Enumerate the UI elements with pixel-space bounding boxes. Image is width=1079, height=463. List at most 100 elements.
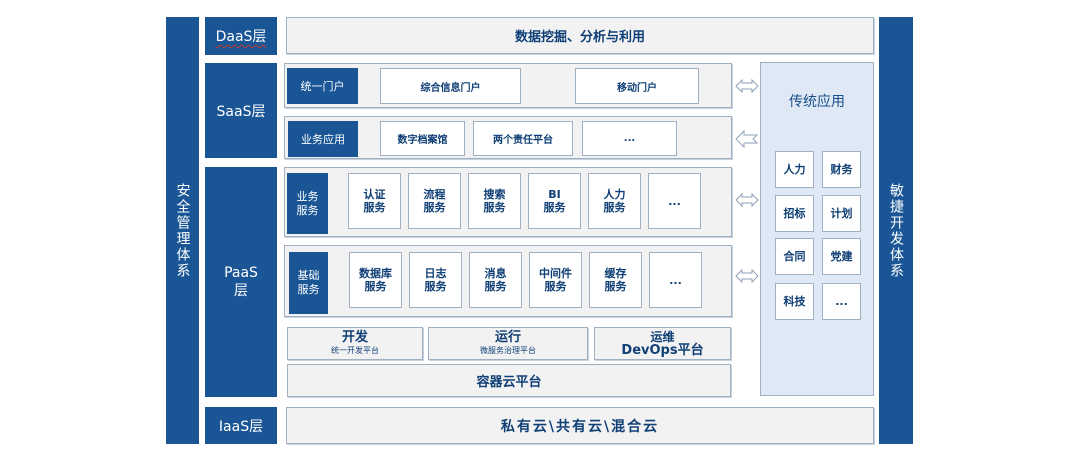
platform-subtitle: 微服务治理平台 xyxy=(480,345,536,355)
saas-item-card: 综合信息门户 xyxy=(380,68,521,104)
service-card: 日志服务 xyxy=(409,252,462,308)
traditional-app-text: 党建 xyxy=(830,250,853,263)
service-card-line2: 服务 xyxy=(544,280,567,293)
service-card: ... xyxy=(649,252,702,308)
iaas-layer-label: IaaS层 xyxy=(205,407,277,444)
platform-title: 运维 xyxy=(650,329,675,344)
iaas-label-text: IaaS层 xyxy=(218,418,264,435)
container-cloud-text: 容器云平台 xyxy=(476,375,542,390)
service-card-line2: 服务 xyxy=(483,201,506,214)
portal-label-text: 统一门户 xyxy=(300,80,345,93)
platform-subtitle: DevOps平台 xyxy=(621,342,704,358)
saas-layer-label: SaaS层 xyxy=(205,63,277,158)
bidirectional-arrow-icon xyxy=(735,192,759,208)
daas-content-box: 数据挖掘、分析与利用 xyxy=(286,17,874,54)
business-apps-label-text: 业务应用 xyxy=(301,133,345,146)
saas-row-portal-label: 统一门户 xyxy=(287,68,358,104)
traditional-app-card: 财务 xyxy=(822,151,861,188)
paas-row-base-services-label: 基础 服务 xyxy=(289,252,328,314)
security-management-bar: 安全管理体系 xyxy=(166,17,199,444)
service-card: 数据库服务 xyxy=(349,252,402,308)
service-card-line1: 缓存 xyxy=(604,267,627,280)
service-card-line1: 搜索 xyxy=(483,188,506,201)
daas-content-text: 数据挖掘、分析与利用 xyxy=(514,30,645,45)
service-card-line1: BI xyxy=(548,188,561,201)
paas-layer-label: PaaS 层 xyxy=(205,167,277,397)
service-card-line2: 服务 xyxy=(364,280,387,293)
saas-label-text: SaaS层 xyxy=(216,103,266,120)
traditional-app-card: ... xyxy=(822,283,861,320)
service-card-line2: 服务 xyxy=(424,280,447,293)
service-card-line1: 中间件 xyxy=(539,267,572,280)
platform-title: 运行 xyxy=(494,329,521,345)
platform-runtime: 运行 微服务治理平台 xyxy=(428,327,588,360)
label-line1: 业务 xyxy=(296,189,319,203)
service-card-line2: 服务 xyxy=(484,280,507,293)
service-card-line1: ... xyxy=(668,194,681,208)
traditional-app-text: 合同 xyxy=(783,250,806,263)
traditional-app-card: 计划 xyxy=(822,195,861,232)
service-card-line1: 认证 xyxy=(363,188,386,201)
saas-item-card: 两个责任平台 xyxy=(473,121,573,156)
traditional-app-text: 人力 xyxy=(783,163,806,176)
paas-row-business-services-label: 业务 服务 xyxy=(287,173,328,234)
service-card: 流程服务 xyxy=(408,173,461,229)
platform-title: 开发 xyxy=(341,329,368,345)
left-arrow-icon xyxy=(735,130,759,148)
bidirectional-arrow-icon xyxy=(735,78,759,94)
paas-label-line1: PaaS xyxy=(224,265,258,281)
service-card-line2: 服务 xyxy=(363,201,386,214)
service-card-line1: ... xyxy=(669,273,682,287)
traditional-app-card: 招标 xyxy=(775,195,814,232)
platform-ops: 运维 DevOps平台 xyxy=(594,327,731,360)
platform-dev: 开发 统一开发平台 xyxy=(287,327,423,360)
traditional-app-text: 招标 xyxy=(783,207,806,220)
agile-development-label: 敏捷开发体系 xyxy=(888,182,904,279)
service-card-line2: 服务 xyxy=(543,201,566,214)
saas-row-business-apps-label: 业务应用 xyxy=(288,121,358,157)
traditional-apps-title-text: 传统应用 xyxy=(789,94,845,110)
iaas-content-box: 私有云\共有云\混合云 xyxy=(286,407,874,444)
service-card-line2: 服务 xyxy=(604,280,627,293)
traditional-app-text: ... xyxy=(835,295,848,308)
traditional-app-text: 财务 xyxy=(830,163,853,176)
daas-layer-label: DaaS层 xyxy=(205,17,277,55)
service-card: 缓存服务 xyxy=(589,252,642,308)
service-card: 中间件服务 xyxy=(529,252,582,308)
service-card-line1: 数据库 xyxy=(359,267,392,280)
saas-item-text: 移动门户 xyxy=(617,82,657,94)
traditional-app-text: 科技 xyxy=(783,295,806,308)
service-card-line1: 流程 xyxy=(423,188,446,201)
service-card-line1: 消息 xyxy=(484,267,507,280)
container-cloud-platform: 容器云平台 xyxy=(287,364,731,397)
traditional-apps-title: 传统应用 xyxy=(760,90,874,112)
saas-item-card: 移动门户 xyxy=(575,68,699,104)
traditional-app-text: 计划 xyxy=(830,207,853,220)
bidirectional-arrow-icon xyxy=(735,268,759,284)
daas-label-text: DaaS层 xyxy=(215,29,267,45)
saas-item-text: 综合信息门户 xyxy=(420,82,481,94)
service-card-line2: 服务 xyxy=(603,201,626,214)
service-card-line1: 人力 xyxy=(603,188,626,201)
service-card: 人力服务 xyxy=(588,173,641,229)
security-management-label: 安全管理体系 xyxy=(174,182,191,279)
service-card-line2: 服务 xyxy=(423,201,446,214)
service-card: 认证服务 xyxy=(348,173,401,229)
traditional-app-card: 科技 xyxy=(775,283,814,320)
traditional-app-card: 人力 xyxy=(775,151,814,188)
paas-label-line2: 层 xyxy=(234,283,248,299)
saas-item-card: ... xyxy=(582,121,677,156)
service-card-line1: 日志 xyxy=(424,267,447,280)
saas-item-text: ... xyxy=(623,133,636,144)
service-card: ... xyxy=(648,173,701,229)
service-card: 消息服务 xyxy=(469,252,522,308)
iaas-content-text: 私有云\共有云\混合云 xyxy=(500,418,660,435)
saas-item-text: 数字档案馆 xyxy=(397,135,448,146)
label-line1: 基础 xyxy=(297,269,320,282)
service-card: 搜索服务 xyxy=(468,173,521,229)
traditional-app-card: 党建 xyxy=(822,238,861,275)
saas-item-text: 两个责任平台 xyxy=(493,135,553,146)
saas-item-card: 数字档案馆 xyxy=(380,121,465,156)
label-line2: 服务 xyxy=(297,283,320,296)
